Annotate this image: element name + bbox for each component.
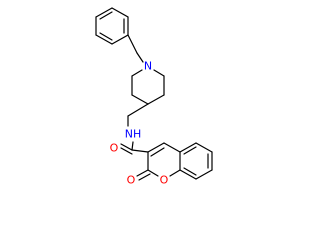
- carbonyl-oxygen-label: O: [110, 142, 119, 155]
- ch2-to-n-bond: [136, 52, 144, 63]
- nh-to-carbonyl-bond: [131, 141, 134, 151]
- piperidine-ring: [131, 69, 165, 105]
- lactone-oxygen-label: O: [127, 174, 136, 187]
- lactone-double-bond-2: [138, 173, 151, 181]
- benzyl-ch2-bond: [127, 34, 138, 54]
- coumarin-benzo-ring: [179, 142, 213, 180]
- coumarin-pyranone-ring: [147, 142, 181, 177]
- lactone-double-bond-1: [136, 169, 149, 177]
- carbonyl-double-bond-2: [120, 147, 133, 155]
- ring-oxygen-label: O: [160, 174, 169, 187]
- carbonyl-double-bond-1: [120, 143, 133, 151]
- piperidine-nitrogen-label: N: [144, 60, 152, 73]
- linker-ch2-bond: [127, 103, 149, 117]
- benzyl-phenyl-ring: [95, 7, 129, 45]
- amide-nh-label: NH: [125, 128, 142, 141]
- carbonyl-to-c3-bond: [131, 149, 149, 153]
- chemical-structure-diagram: N NH O: [95, 7, 213, 187]
- molecule-canvas: N NH O: [95, 7, 213, 187]
